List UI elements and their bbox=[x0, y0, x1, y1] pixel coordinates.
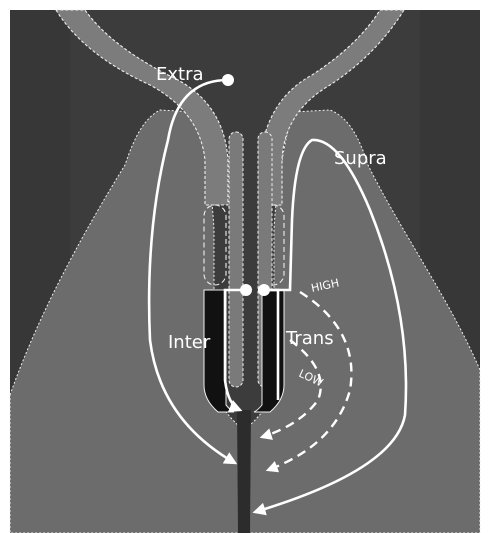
extra-entry-dot bbox=[222, 74, 234, 86]
inter-entry-dot bbox=[240, 284, 252, 296]
central-shaft bbox=[237, 410, 251, 533]
central-strip-left bbox=[229, 132, 243, 387]
label-extra: Extra bbox=[156, 64, 204, 85]
label-trans: Trans bbox=[285, 328, 334, 349]
label-inter: Inter bbox=[168, 332, 211, 353]
trans-entry-dot bbox=[258, 284, 270, 296]
label-supra: Supra bbox=[334, 148, 387, 169]
